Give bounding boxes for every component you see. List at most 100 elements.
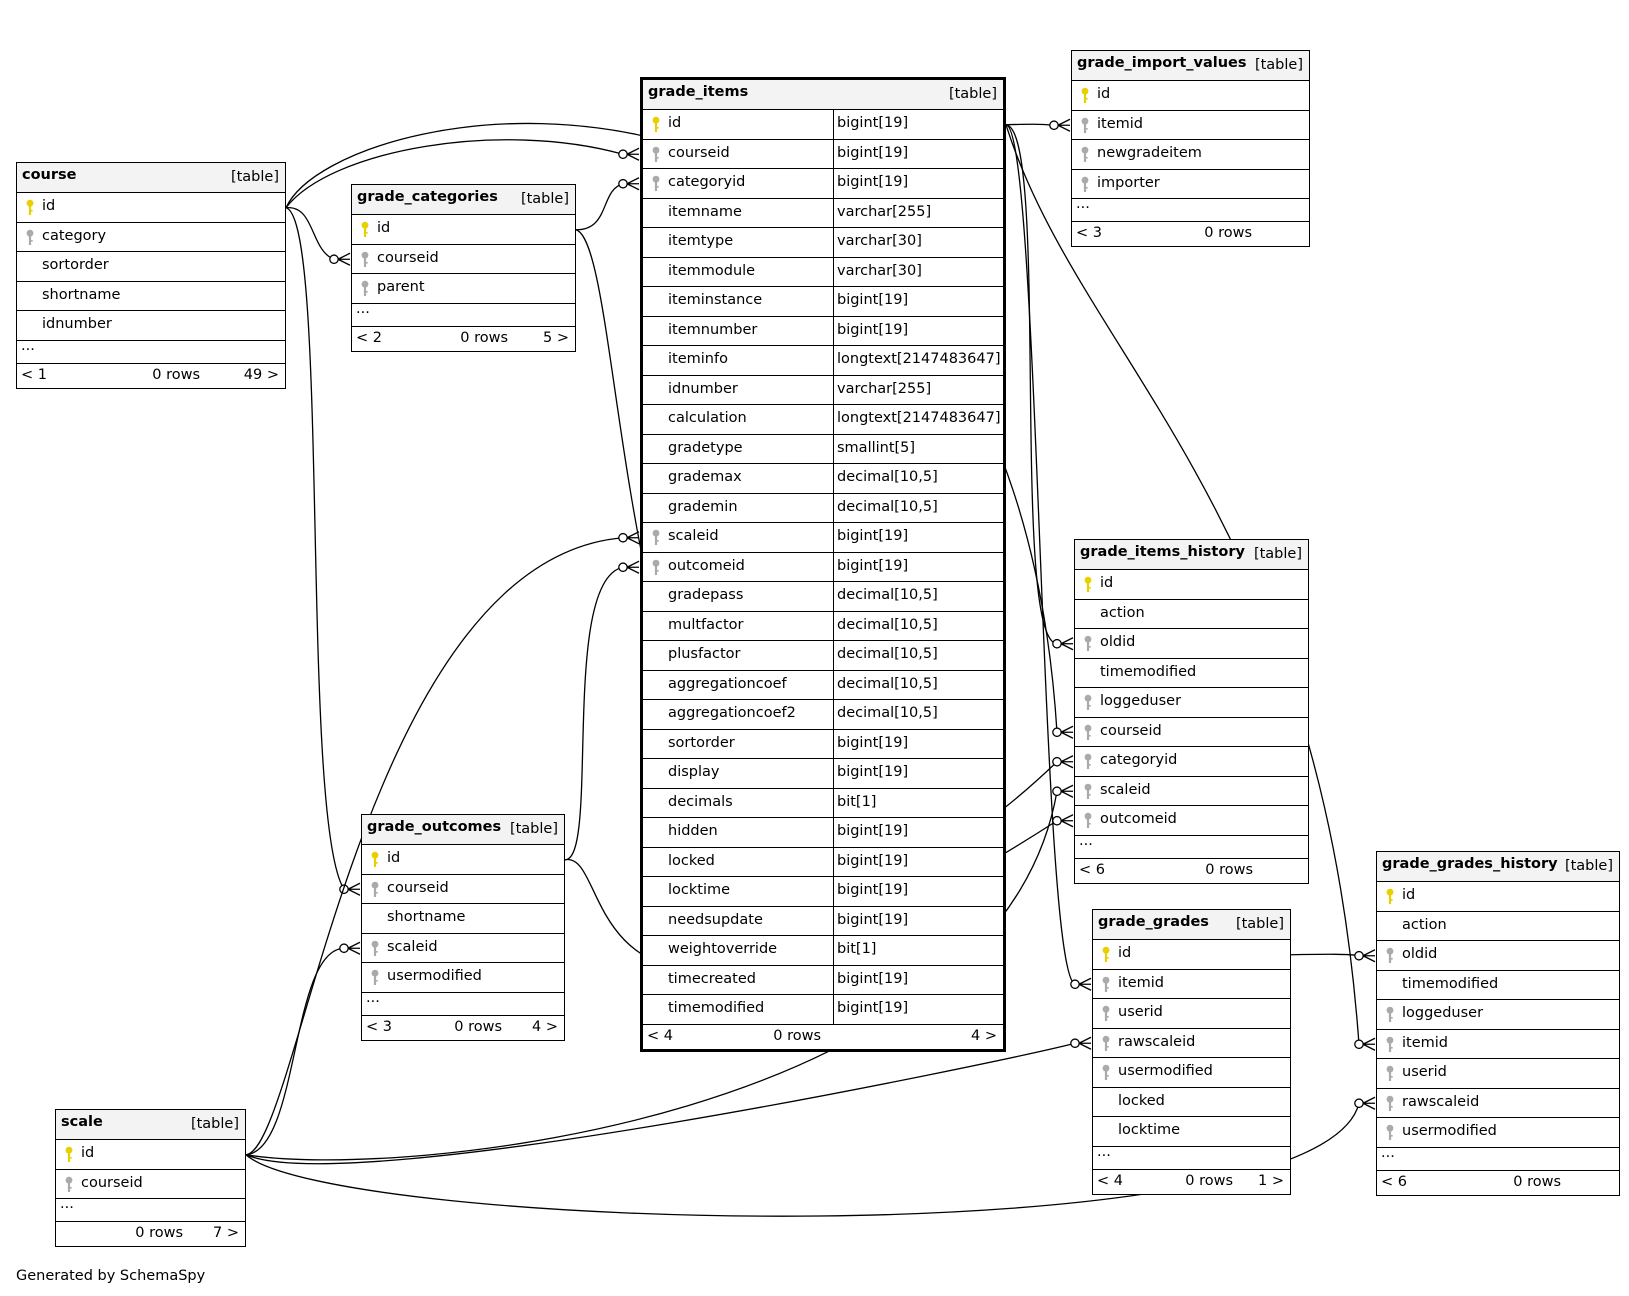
- footer-prev-link[interactable]: < 3: [1076, 225, 1102, 241]
- column-row-action[interactable]: action: [1377, 912, 1619, 941]
- column-row-locktime[interactable]: locktime: [1093, 1117, 1290, 1147]
- footer-next-link[interactable]: 5 >: [543, 329, 569, 346]
- column-row-locked[interactable]: locked: [1093, 1088, 1290, 1117]
- column-row-newgradeitem[interactable]: newgradeitem: [1072, 140, 1309, 170]
- footer-next-link[interactable]: 4 >: [971, 1027, 997, 1044]
- column-row-id[interactable]: id: [17, 193, 285, 223]
- column-row-oldid[interactable]: oldid: [1377, 941, 1619, 971]
- column-row-outcomeid[interactable]: outcomeid: [1075, 806, 1308, 836]
- table-header[interactable]: grade_grades_history[table]: [1377, 852, 1619, 882]
- column-row-itemid[interactable]: itemid: [1072, 111, 1309, 140]
- footer-next-link[interactable]: 49 >: [243, 366, 279, 383]
- footer-prev-link[interactable]: < 1: [21, 366, 47, 383]
- column-row-usermodified[interactable]: usermodified: [1377, 1118, 1619, 1148]
- column-row-idnumber[interactable]: idnumber: [17, 311, 285, 341]
- column-row-loggeduser[interactable]: loggeduser: [1075, 688, 1308, 718]
- column-row-itemid[interactable]: itemid: [1377, 1030, 1619, 1059]
- column-row-usermodified[interactable]: usermodified: [362, 963, 564, 993]
- footer-prev-link[interactable]: < 4: [1097, 1172, 1123, 1189]
- column-row-shortname[interactable]: shortname: [17, 282, 285, 311]
- column-row-category[interactable]: category: [17, 223, 285, 252]
- footer-prev-link[interactable]: < 6: [1381, 1173, 1407, 1190]
- table-header[interactable]: grade_outcomes[table]: [362, 815, 564, 845]
- column-row-loggeduser[interactable]: loggeduser: [1377, 1000, 1619, 1030]
- column-row-timemodified[interactable]: timemodified: [1377, 971, 1619, 1000]
- footer-next-link[interactable]: 4 >: [532, 1018, 558, 1035]
- column-row-scaleid[interactable]: scaleid: [1075, 777, 1308, 806]
- column-row-courseid[interactable]: courseid: [56, 1170, 245, 1199]
- column-row-importer[interactable]: importer: [1072, 170, 1309, 199]
- column-row-id[interactable]: id: [56, 1140, 245, 1170]
- footer-prev-link[interactable]: < 2: [356, 329, 382, 346]
- column-row-id[interactable]: id: [1093, 940, 1290, 970]
- footer-prev-link[interactable]: < 6: [1079, 861, 1105, 878]
- column-row-courseid[interactable]: courseid: [362, 875, 564, 904]
- column-row-userid[interactable]: userid: [1093, 999, 1290, 1029]
- column-row-id[interactable]: id: [1377, 882, 1619, 912]
- table-header[interactable]: grade_items[table]: [643, 80, 1003, 110]
- column-row-action[interactable]: action: [1075, 600, 1308, 629]
- column-row-itemid[interactable]: itemid: [1093, 970, 1290, 999]
- footer-next-link[interactable]: 7 >: [213, 1225, 239, 1241]
- column-row-rawscaleid[interactable]: rawscaleid: [1093, 1029, 1290, 1058]
- footer-prev-link[interactable]: < 4: [647, 1027, 673, 1044]
- column-row-id[interactable]: id: [1072, 81, 1309, 111]
- column-row-oldid[interactable]: oldid: [1075, 629, 1308, 659]
- table-header[interactable]: grade_categories[table]: [352, 185, 575, 215]
- column-row-rawscaleid[interactable]: rawscaleid: [1377, 1089, 1619, 1118]
- column-row-id[interactable]: id: [1075, 570, 1308, 600]
- column-row-userid[interactable]: userid: [1377, 1059, 1619, 1089]
- column-row-courseid[interactable]: courseid: [352, 245, 575, 274]
- column-row-id[interactable]: id: [362, 845, 564, 875]
- column-row-parent[interactable]: parent: [352, 274, 575, 304]
- footer-next-link[interactable]: 1 >: [1258, 1172, 1284, 1189]
- column-row-categoryid[interactable]: categoryid: [1075, 747, 1308, 777]
- table-header[interactable]: grade_import_values[table]: [1072, 51, 1309, 81]
- table-header[interactable]: course[table]: [17, 163, 285, 193]
- table-header[interactable]: grade_grades[table]: [1093, 910, 1290, 940]
- column-row-timemodified[interactable]: timemodified: [1075, 659, 1308, 688]
- column-row-scaleid[interactable]: scaleid: [362, 934, 564, 963]
- table-header[interactable]: scale[table]: [56, 1110, 245, 1140]
- column-row-courseid[interactable]: courseid: [1075, 718, 1308, 747]
